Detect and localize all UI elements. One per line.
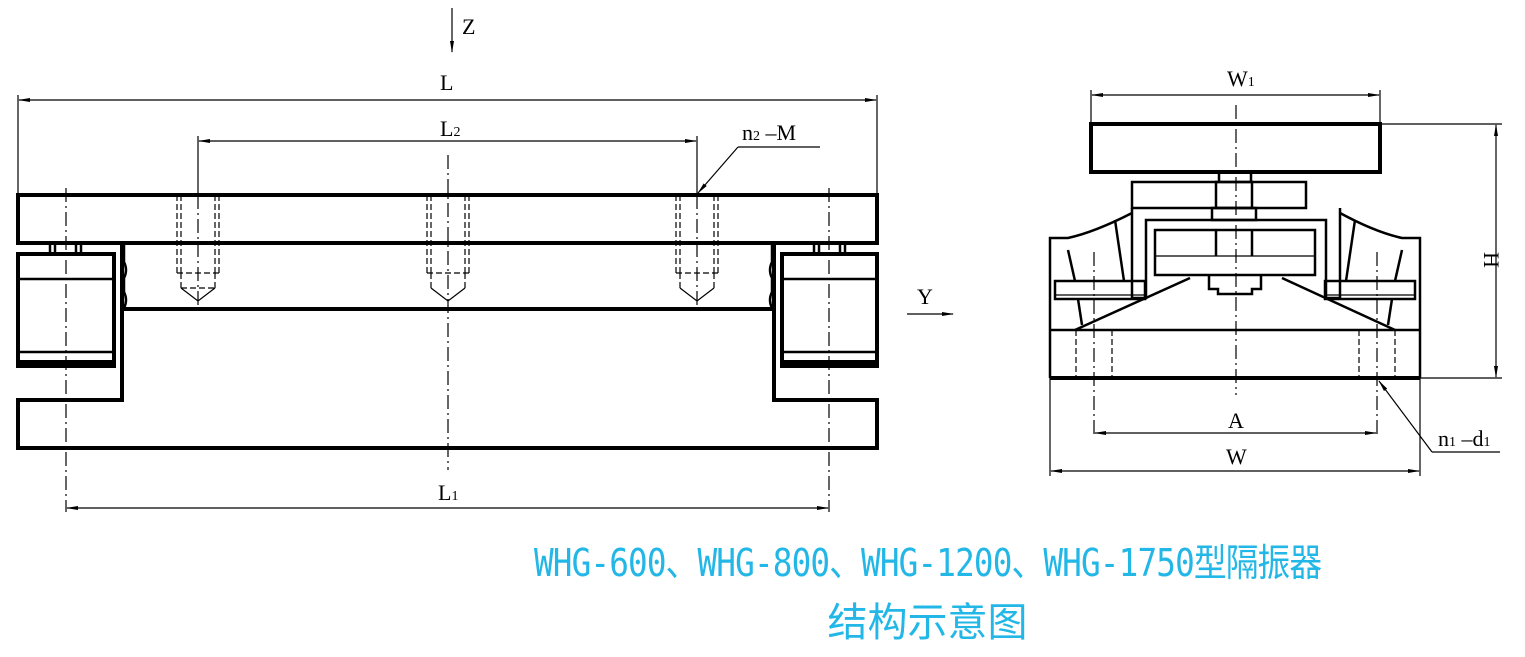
left-diagonal bbox=[1074, 276, 1191, 332]
dimension-H: H bbox=[1380, 123, 1504, 379]
left-wing-plate bbox=[1053, 279, 1147, 301]
dimension-L1: L1 bbox=[66, 480, 829, 510]
caption-title: WHG-600、WHG-800、WHG-1200、WHG-1750型隔振器 bbox=[533, 541, 1322, 585]
dimension-L2: L2 bbox=[197, 116, 698, 195]
z-axis-label: Z bbox=[462, 14, 475, 39]
side-view: Z Y L L2 n2 –M bbox=[16, 8, 954, 512]
upper-housing bbox=[1130, 180, 1308, 210]
dimension-A: A bbox=[1094, 408, 1377, 435]
top-plate bbox=[16, 193, 879, 245]
right-wing-plate bbox=[1323, 279, 1417, 301]
end-view: W1 H bbox=[1048, 66, 1504, 476]
caption-subtitle: 结构示意图 bbox=[827, 600, 1028, 646]
dimension-label-A: A bbox=[1228, 408, 1244, 433]
hole-callout-label: n1 –d1 bbox=[1438, 426, 1491, 451]
outer-body-right bbox=[1339, 211, 1422, 378]
left-bumper bbox=[122, 245, 128, 309]
dimension-label-L1: L1 bbox=[438, 480, 458, 505]
thread-callout: n2 –M bbox=[697, 120, 820, 194]
dimension-label-L2: L2 bbox=[440, 116, 460, 141]
base-frame bbox=[16, 243, 879, 450]
dimension-label-H: H bbox=[1479, 252, 1504, 268]
hole-callout: n1 –d1 bbox=[1378, 380, 1500, 453]
right-diagonal bbox=[1281, 276, 1396, 332]
dimension-W: W bbox=[1049, 378, 1421, 476]
thread-callout-label: n2 –M bbox=[742, 120, 796, 145]
neck bbox=[1217, 172, 1253, 182]
z-axis-indicator: Z bbox=[450, 8, 475, 53]
dimension-label-W1: W1 bbox=[1227, 66, 1255, 91]
dimension-W1: W1 bbox=[1090, 66, 1381, 125]
dimension-label-L: L bbox=[440, 70, 453, 95]
right-bumper bbox=[768, 245, 774, 309]
inner-spring-block bbox=[1153, 228, 1317, 277]
center-stud bbox=[1207, 275, 1263, 296]
dimension-label-W: W bbox=[1226, 444, 1247, 469]
y-axis-indicator: Y bbox=[907, 284, 954, 316]
y-axis-label: Y bbox=[917, 284, 933, 309]
outer-body-left bbox=[1048, 211, 1133, 378]
dimension-L: L bbox=[17, 70, 878, 195]
